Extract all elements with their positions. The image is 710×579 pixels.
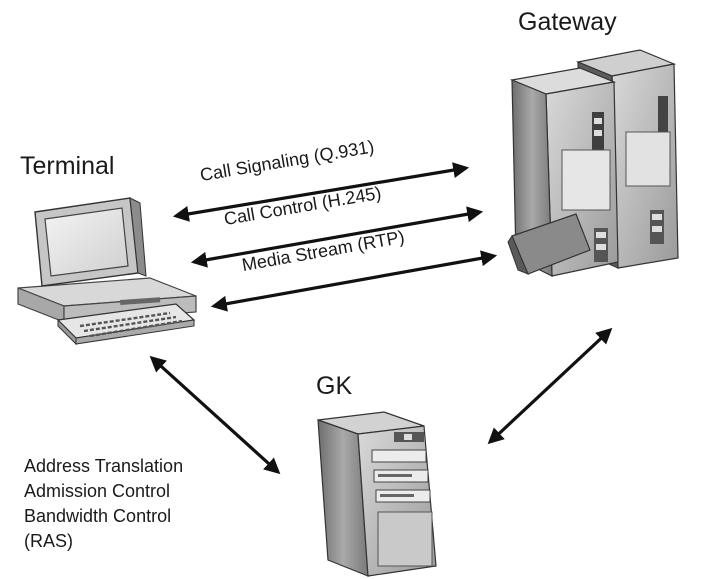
gk-gateway-arrow xyxy=(487,327,613,445)
ras-label: (RAS) xyxy=(24,531,73,551)
ras-arrow xyxy=(149,355,281,475)
gatekeeper-server-icon xyxy=(317,411,437,577)
media-stream-arrow xyxy=(210,250,498,312)
arrows xyxy=(149,162,613,475)
ras-address-translation: Address Translation xyxy=(24,456,184,476)
gk-label: GK xyxy=(316,372,353,400)
ras-admission-control: Admission Control xyxy=(24,481,171,501)
gateway-server-icon xyxy=(507,49,679,277)
terminal-computer-icon xyxy=(17,197,197,346)
ras-bandwidth-control: Bandwidth Control xyxy=(24,506,172,526)
terminal-label: Terminal xyxy=(20,152,115,180)
gateway-label: Gateway xyxy=(518,8,617,36)
